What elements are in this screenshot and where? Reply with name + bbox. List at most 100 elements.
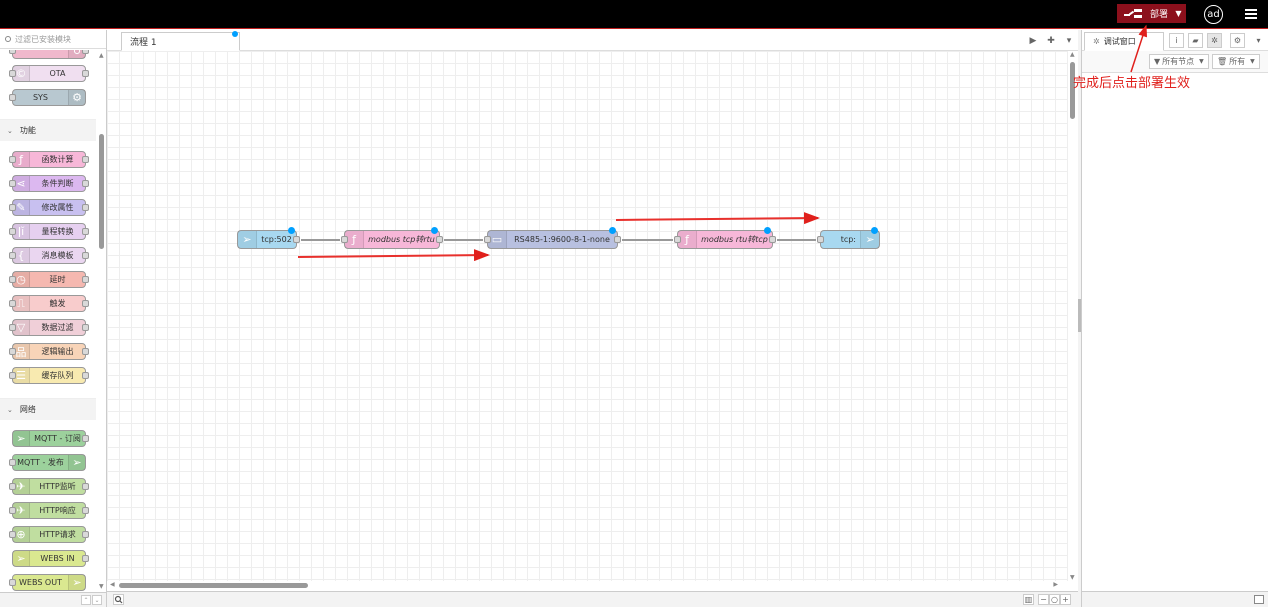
flow-node-label: RS485-1:9600-8-1-none (514, 235, 610, 244)
search-flows-icon[interactable] (113, 594, 124, 605)
palette-node-http[interactable]: ✈HTTP监听 (9, 478, 89, 495)
scroll-right-icon[interactable]: ▶ (1053, 581, 1058, 588)
palette-node-globe[interactable]: ⊕HTTP请求 (9, 526, 89, 543)
tab-scroll-right-icon[interactable]: ▶ (1029, 35, 1037, 46)
monitor-icon[interactable] (1254, 595, 1264, 604)
palette-search-input[interactable]: 过滤已安装模块 (0, 30, 106, 49)
palette-category-header[interactable]: ⌄功能 (0, 119, 96, 141)
scroll-up-icon[interactable]: ▲ (99, 52, 104, 59)
palette-node-trigger[interactable]: ⎍触发 (9, 295, 89, 312)
sidebar-separator[interactable] (1078, 30, 1081, 607)
gear-icon[interactable]: ⚙ (1230, 33, 1245, 48)
zoom-reset-icon[interactable]: ○ (1049, 594, 1060, 605)
palette-node-http[interactable]: ✈HTTP响应 (9, 502, 89, 519)
output-port[interactable] (614, 236, 621, 243)
input-port[interactable] (341, 236, 348, 243)
changed-indicator (609, 227, 616, 234)
canvas-horizontal-scrollbar[interactable]: ◀ ▶ (107, 581, 1068, 591)
palette-node-clock[interactable]: ◷延时 (9, 271, 89, 288)
palette-node-list[interactable]: ☰缓存队列 (9, 367, 89, 384)
deploy-main[interactable]: 部署 (1117, 4, 1171, 23)
palette-node-pencil[interactable]: ✎修改属性 (9, 199, 89, 216)
function-icon: ƒ (13, 152, 30, 167)
canvas-hscroll-thumb[interactable] (119, 583, 308, 588)
input-port (9, 348, 16, 355)
sidebar-footer (1082, 591, 1268, 607)
scroll-down-icon[interactable]: ▼ (99, 583, 104, 590)
input-port (9, 300, 16, 307)
flow-list-dropdown-icon[interactable]: ▾ (1066, 35, 1072, 46)
input-port[interactable] (817, 236, 824, 243)
palette-node-hierarchy[interactable]: 品逻辑输出 (9, 343, 89, 360)
flow-node[interactable]: tcp:➢ (817, 227, 880, 249)
deploy-dropdown-caret-icon[interactable]: ▼ (1175, 9, 1182, 18)
output-port (82, 435, 89, 442)
input-port (9, 483, 16, 490)
palette-node-mqtt-in[interactable]: ➢MQTT - 订阅 (12, 430, 89, 447)
zoom-in-icon[interactable]: + (1060, 594, 1071, 605)
flow-wire[interactable] (622, 239, 673, 241)
book-icon[interactable]: ▰ (1188, 33, 1203, 48)
mqtt-out-icon: ➢ (68, 455, 85, 470)
palette-node-websocket-in[interactable]: ➢WEBS IN (12, 550, 89, 567)
flow-wire[interactable] (777, 239, 816, 241)
palette-scrollbar[interactable]: ▲ ▼ (97, 50, 106, 592)
palette-node-partial[interactable]: ♁ (9, 50, 89, 59)
output-port[interactable] (769, 236, 776, 243)
send-icon: ➢ (860, 231, 879, 248)
palette-node-websocket-out[interactable]: WEBS OUT➢ (9, 574, 86, 591)
chevron-down-icon: ⌄ (7, 405, 13, 414)
tab-flow-1[interactable]: 流程 1 (121, 31, 240, 51)
scroll-down-icon[interactable]: ▼ (1070, 574, 1075, 581)
input-port (9, 228, 16, 235)
filter-nodes-dropdown[interactable]: ▼ 所有节点 ▼ (1149, 54, 1209, 69)
navigator-map-icon[interactable]: ▥ (1023, 594, 1034, 605)
output-port (82, 156, 89, 163)
sidebar-menu-dropdown-icon[interactable]: ▾ (1251, 33, 1266, 48)
chevron-down-icon: ⌄ (7, 126, 13, 135)
palette-scroll-thumb[interactable] (99, 134, 104, 249)
clear-messages-dropdown[interactable]: 🗑 所有 ▼ (1212, 54, 1260, 69)
deploy-icon (1124, 8, 1142, 19)
palette-node-template[interactable]: {消息模板 (9, 247, 89, 264)
palette-category-header[interactable]: ⌄网络 (0, 398, 96, 420)
add-flow-icon[interactable]: ✚ (1047, 35, 1055, 46)
output-port[interactable] (293, 236, 300, 243)
palette-node-copyright[interactable]: ©OTA (9, 65, 89, 82)
palette-node-filter[interactable]: ▽数据过滤 (9, 319, 89, 336)
info-icon[interactable]: i (1169, 33, 1184, 48)
flow-node-label: tcp:502 (261, 235, 292, 244)
palette-node-mqtt-out[interactable]: MQTT - 发布➢ (9, 454, 86, 471)
flow-wire[interactable] (301, 239, 340, 241)
zoom-out-icon[interactable]: − (1038, 594, 1049, 605)
tab-debug[interactable]: ✲ 调试窗口 (1084, 32, 1164, 51)
canvas-vertical-scrollbar[interactable]: ▲ ▼ (1068, 51, 1078, 581)
debug-bug-icon[interactable]: ✲ (1207, 33, 1222, 48)
header-bar: 部署 ▼ ad (0, 0, 1268, 29)
user-avatar[interactable]: ad (1204, 5, 1223, 24)
scroll-up-icon[interactable]: ▲ (1070, 51, 1075, 58)
deploy-button[interactable]: 部署 ▼ (1117, 4, 1186, 23)
chevron-down-icon: ▼ (1199, 58, 1204, 65)
output-port[interactable] (436, 236, 443, 243)
palette-node-switch[interactable]: ⋖条件判断 (9, 175, 89, 192)
flow-node[interactable]: ➢tcp:502 (237, 227, 300, 249)
palette-node-gear[interactable]: SYS⚙ (9, 89, 86, 106)
input-port (9, 276, 16, 283)
flow-wire[interactable] (444, 239, 483, 241)
expand-all-icon[interactable]: ⌄ (92, 595, 102, 605)
copyright-icon: © (13, 66, 30, 81)
hierarchy-icon: 品 (13, 344, 30, 359)
scroll-left-icon[interactable]: ◀ (110, 581, 115, 588)
collapse-all-icon[interactable]: ⌃ (81, 595, 91, 605)
input-port[interactable] (674, 236, 681, 243)
input-port[interactable] (484, 236, 491, 243)
flow-node[interactable]: ▭RS485-1:9600-8-1-none (484, 227, 621, 249)
hamburger-menu-icon[interactable] (1245, 9, 1257, 19)
canvas-vscroll-thumb[interactable] (1070, 62, 1075, 119)
